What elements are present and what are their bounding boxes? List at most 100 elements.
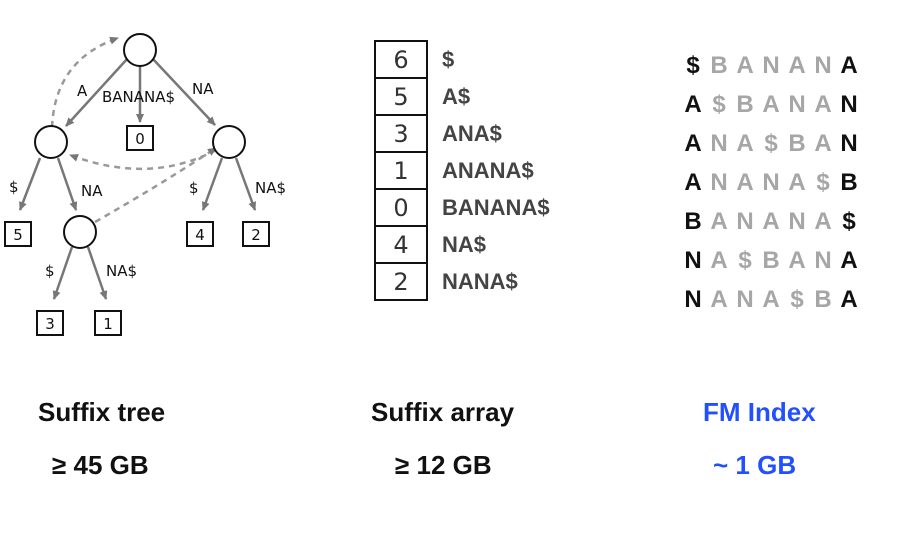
tree-edge (151, 57, 216, 126)
bwt-last-char: $ (842, 208, 856, 235)
bwt-last-char: A (840, 52, 858, 79)
leaf-box (36, 310, 64, 336)
suffix-tree-size: ≥ 45 GB (52, 450, 149, 480)
bwt-char: $ (764, 130, 778, 157)
bwt-char: $ (712, 91, 726, 118)
sa-index: 4 (374, 225, 428, 264)
bwt-char: B (814, 286, 832, 313)
bwt-char: A (762, 286, 780, 313)
bwt-char: A (814, 91, 832, 118)
edge-label: A (77, 82, 88, 100)
bwt-char: N (762, 52, 780, 79)
bwt-char: $ (738, 247, 752, 274)
bwt-first-char: B (684, 208, 702, 235)
bwt-char: N (814, 247, 832, 274)
bwt-char: B (788, 130, 806, 157)
bwt-char: A (736, 52, 754, 79)
suffix-link (69, 148, 217, 171)
bwt-char: A (788, 52, 806, 79)
sa-index: 3 (374, 114, 428, 153)
bwt-char: B (762, 247, 780, 274)
tree-edge (18, 157, 42, 211)
leaf-box (4, 221, 32, 247)
tree-node (212, 125, 246, 159)
leaf-label: 3 (45, 315, 55, 333)
sa-index: 2 (374, 262, 428, 301)
sa-index: 5 (374, 77, 428, 116)
tree-edge (201, 157, 224, 211)
sa-suffix: ANANA$ (442, 158, 534, 183)
bwt-last-char: N (840, 130, 858, 157)
sa-suffix: NA$ (442, 232, 487, 257)
suffix-link (50, 36, 119, 128)
leaf-label: 4 (195, 226, 205, 244)
edge-label: NA (81, 182, 103, 200)
tree-node (123, 33, 157, 67)
fm-index-title: FM Index (703, 397, 816, 427)
sa-index: 1 (374, 151, 428, 190)
bwt-last-char: A (840, 286, 858, 313)
sa-index: 0 (374, 188, 428, 227)
bwt-char: $ (790, 286, 804, 313)
tree-node (63, 215, 97, 249)
suffix-array-title: Suffix array (371, 397, 515, 427)
bwt-char: N (710, 169, 728, 196)
bwt-char: A (788, 169, 806, 196)
bwt-char: A (736, 130, 754, 157)
sa-suffix: ANA$ (442, 121, 502, 146)
leaf-box (186, 221, 214, 247)
edge-label: NA$ (106, 262, 137, 280)
edge-label: NA (192, 80, 214, 98)
bwt-first-char: $ (686, 52, 700, 79)
leaf-label: 0 (135, 130, 145, 148)
bwt-char: A (814, 130, 832, 157)
suffix-array-size: ≥ 12 GB (395, 450, 492, 480)
bwt-char: A (762, 91, 780, 118)
leaf-label: 5 (13, 226, 23, 244)
tree-edge (65, 57, 129, 127)
bwt-char: N (736, 286, 754, 313)
bwt-char: A (710, 208, 728, 235)
leaf-box (94, 310, 122, 336)
sa-suffix: A$ (442, 84, 471, 109)
suffix-tree-title: Suffix tree (38, 397, 166, 427)
bwt-first-char: A (684, 91, 702, 118)
sa-suffix: $ (442, 47, 455, 72)
tree-edge (52, 246, 74, 300)
bwt-char: B (736, 91, 754, 118)
edge-label: $ (9, 178, 19, 196)
edge-label: BANANA$ (102, 88, 175, 106)
bwt-first-char: N (684, 247, 702, 274)
bwt-char: N (710, 130, 728, 157)
bwt-char: B (710, 52, 728, 79)
edge-label: NA$ (255, 179, 286, 197)
bwt-char: A (710, 286, 728, 313)
bwt-first-char: N (684, 286, 702, 313)
sa-suffix: NANA$ (442, 269, 518, 294)
bwt-char: N (814, 52, 832, 79)
sa-index: 6 (374, 40, 428, 79)
bwt-char: A (762, 208, 780, 235)
bwt-last-char: N (840, 91, 858, 118)
bwt-first-char: A (684, 130, 702, 157)
bwt-char: $ (816, 169, 830, 196)
bwt-char: N (788, 208, 806, 235)
leaf-box (126, 125, 154, 151)
leaf-label: 2 (251, 226, 261, 244)
tree-edge (56, 157, 78, 211)
sa-suffix: BANANA$ (442, 195, 550, 220)
leaf-label: 1 (103, 315, 113, 333)
bwt-last-char: B (840, 169, 858, 196)
tree-edge (234, 157, 257, 211)
tree-node (34, 125, 68, 159)
bwt-last-char: A (840, 247, 858, 274)
bwt-char: N (762, 169, 780, 196)
fm-index-size: ~ 1 GB (713, 450, 797, 480)
suffix-link (94, 146, 217, 224)
